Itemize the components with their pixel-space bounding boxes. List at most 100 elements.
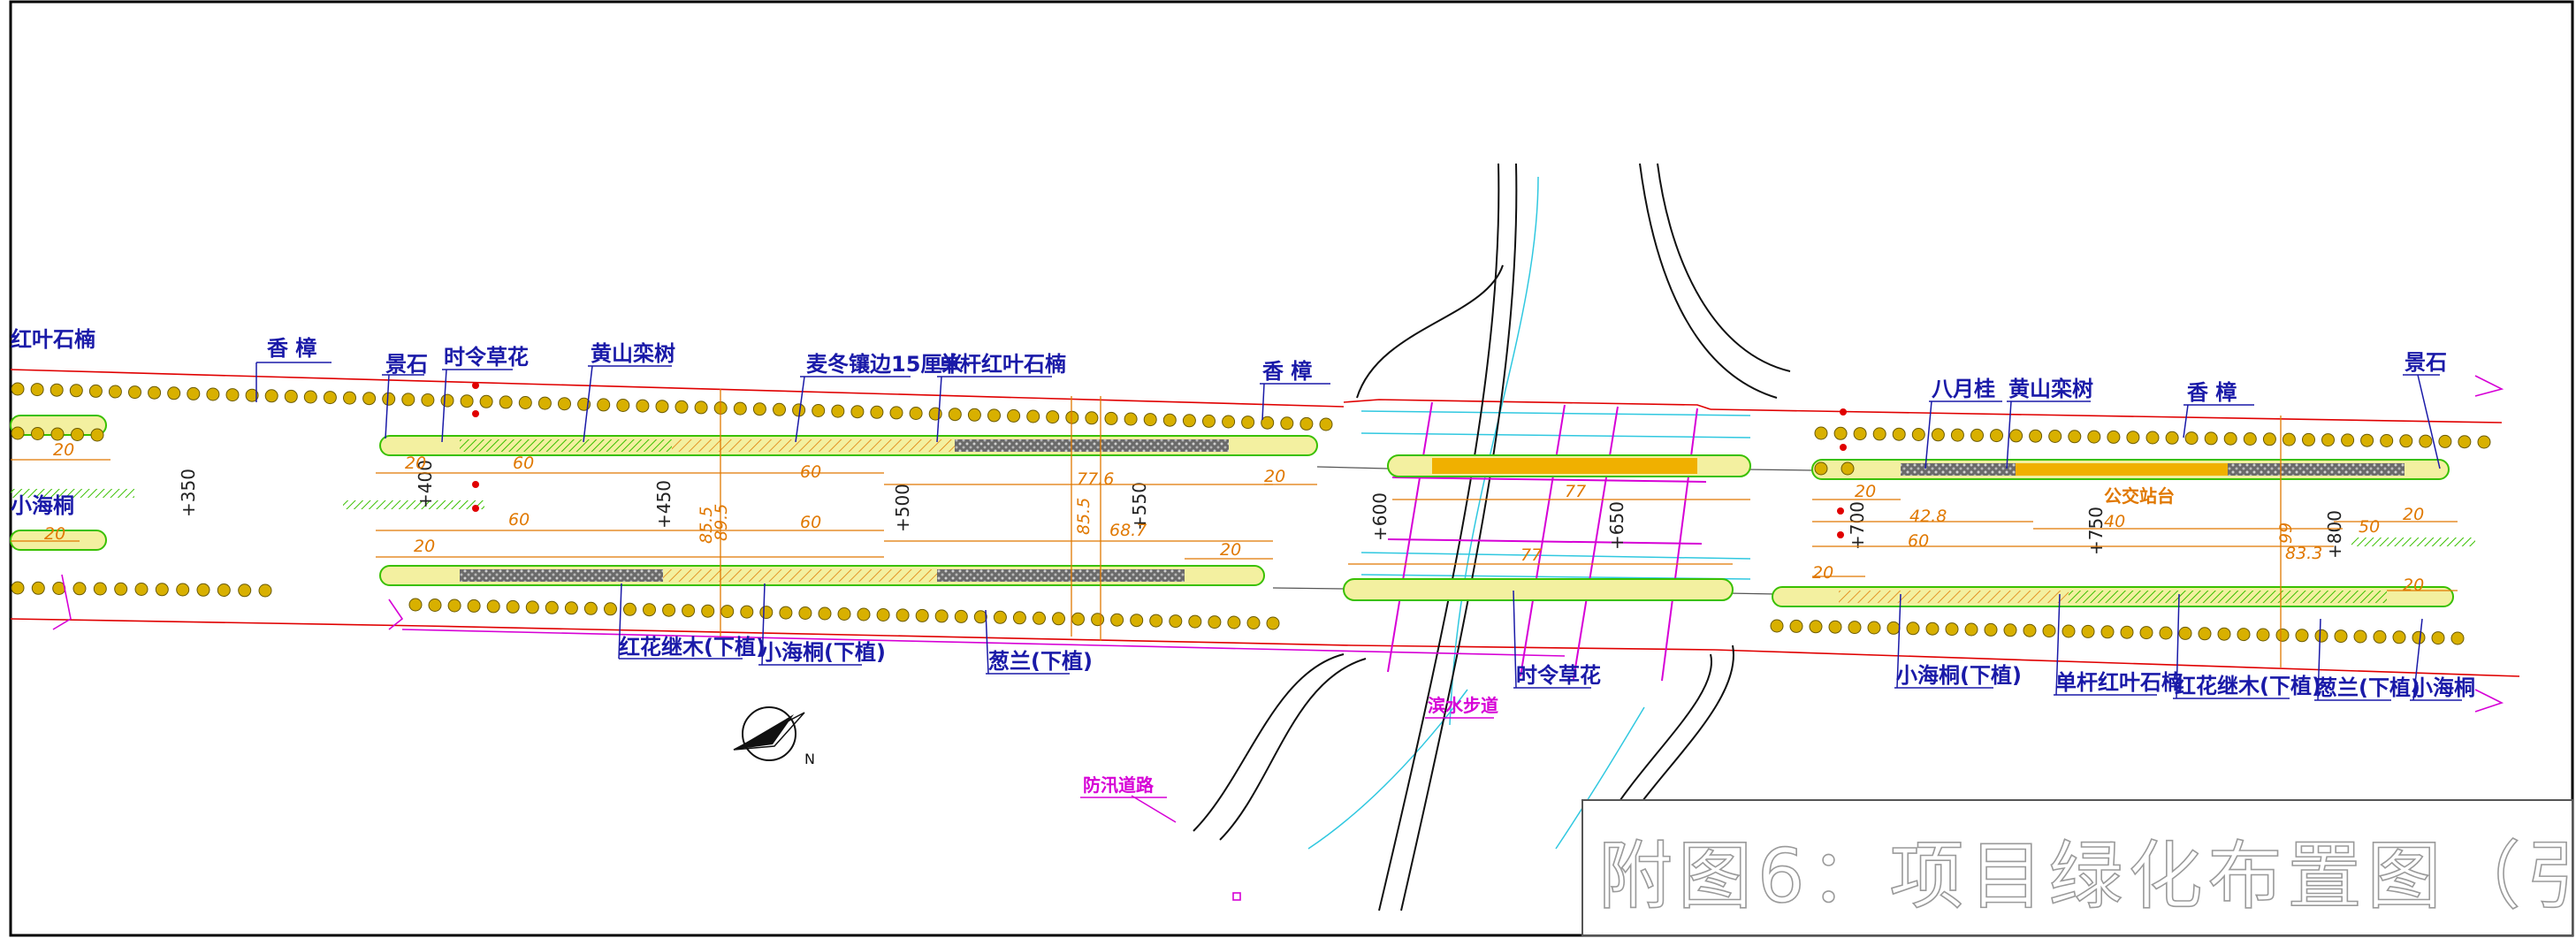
tree-symbol (2282, 432, 2296, 446)
median-belt-lower-right (1772, 586, 2454, 607)
tree-symbol (694, 400, 708, 415)
svg-text:42.8: 42.8 (1909, 507, 1947, 526)
tree-symbol (674, 400, 689, 414)
tree-symbol (948, 408, 962, 422)
tree-symbol (701, 604, 715, 618)
svg-text:20: 20 (2403, 576, 2424, 595)
svg-text:20: 20 (44, 524, 65, 544)
tree-symbol (1931, 428, 1945, 442)
svg-text:N: N (804, 751, 815, 767)
tree-symbol (88, 384, 103, 398)
svg-text:60: 60 (513, 454, 534, 473)
tree-symbol (1246, 616, 1261, 629)
tree-symbol (752, 402, 766, 416)
tree-symbol (2184, 431, 2199, 446)
tree-symbol (2165, 431, 2179, 445)
tree-symbol (1990, 429, 2003, 443)
tree-symbol (2159, 626, 2173, 640)
median-belt-lower-left (379, 565, 1265, 586)
tree-symbol (616, 399, 630, 412)
svg-text:20: 20 (405, 454, 426, 473)
svg-text:20: 20 (1220, 540, 1241, 560)
tree-symbol (1911, 428, 1925, 441)
tree-symbol (71, 428, 84, 441)
tree-symbol (408, 598, 423, 612)
svg-text:68.7: 68.7 (1109, 521, 1147, 540)
tree-symbol (2262, 432, 2276, 446)
tree-symbol (155, 583, 169, 597)
svg-text:77: 77 (1565, 482, 1586, 501)
tree-symbol (2198, 627, 2212, 641)
label-jingshi-right: 景石 (2405, 350, 2447, 375)
tree-symbol (537, 396, 552, 410)
tree-symbol (1833, 426, 1848, 440)
tree-symbol (2237, 628, 2251, 642)
station-800: +800 (2324, 510, 2345, 559)
station-550: +550 (1129, 482, 1150, 530)
tree-symbol (1945, 622, 1959, 637)
tree-symbol (401, 393, 415, 407)
tree-symbol (1299, 416, 1314, 431)
svg-text:20: 20 (1264, 467, 1285, 486)
svg-text:60: 60 (1908, 531, 1929, 551)
tree-symbol (1202, 414, 1216, 428)
label-xiangzhang-left: 香 樟 (267, 336, 316, 361)
tree-symbol (72, 582, 87, 596)
tree-symbol (225, 388, 240, 402)
tree-symbol (1182, 414, 1196, 428)
station-700: +700 (1847, 501, 1868, 550)
road-centre-lines (1272, 466, 1813, 595)
tree-symbol (2275, 628, 2290, 642)
tree-symbol (2295, 629, 2309, 643)
tree-symbol (134, 583, 149, 596)
tree-symbol (1872, 427, 1886, 441)
tree-symbol (2009, 429, 2023, 443)
label-maidong: 麦冬镶边15厘米 (806, 352, 963, 377)
label-huangshanluanshu-left: 黄山栾树 (591, 341, 675, 366)
tree-symbol (2120, 625, 2134, 639)
tree-symbol (2081, 624, 2095, 638)
boundary-lines (52, 375, 2504, 901)
label-conglan-right: 葱兰(下植) (2316, 675, 2420, 700)
tree-symbol (2204, 431, 2218, 446)
tree-symbol (1110, 613, 1124, 627)
tree-symbol (1906, 622, 1920, 636)
svg-text:20: 20 (1855, 482, 1876, 501)
tree-symbol (1012, 611, 1026, 625)
tree-symbol (1867, 621, 1881, 635)
svg-text:20: 20 (2403, 505, 2424, 524)
tree-symbol (733, 401, 747, 416)
station-600: +600 (1369, 492, 1391, 541)
tree-symbol (362, 392, 377, 406)
tree-symbol (1033, 611, 1046, 625)
tree-symbol (604, 602, 617, 616)
tree-rows (11, 382, 2491, 645)
tree-symbol (30, 383, 44, 397)
tree-symbol (2217, 627, 2231, 641)
tree-symbol (525, 600, 539, 614)
tree-symbol (876, 608, 890, 622)
tree-symbol (545, 600, 559, 614)
tree-symbol (850, 405, 865, 419)
tree-symbol (812, 404, 826, 417)
drawing-frame (9, 0, 2574, 937)
label-honghua-right: 红花继木(下植) (2175, 674, 2321, 698)
tree-symbol (636, 399, 650, 413)
tree-symbol (187, 386, 201, 400)
median-belt-upper-right (1811, 459, 2450, 480)
tree-symbol (1046, 410, 1060, 424)
tree-symbol (1143, 413, 1157, 427)
tree-symbol (1085, 411, 1099, 425)
tree-symbol (2360, 433, 2374, 447)
tree-symbol (2431, 631, 2445, 645)
tree-symbol (1984, 622, 1998, 637)
tree-symbol (2223, 431, 2237, 446)
tree-symbol (50, 427, 65, 441)
tree-symbol (2048, 430, 2062, 443)
label-xiaohaitong-left: 小海桐 (11, 493, 74, 518)
tree-symbol (217, 583, 231, 597)
label-jingshi-left: 景石 (385, 352, 428, 377)
tree-symbol (2145, 431, 2160, 445)
tree-symbol (1124, 412, 1138, 426)
tree-symbol (1886, 621, 1901, 635)
